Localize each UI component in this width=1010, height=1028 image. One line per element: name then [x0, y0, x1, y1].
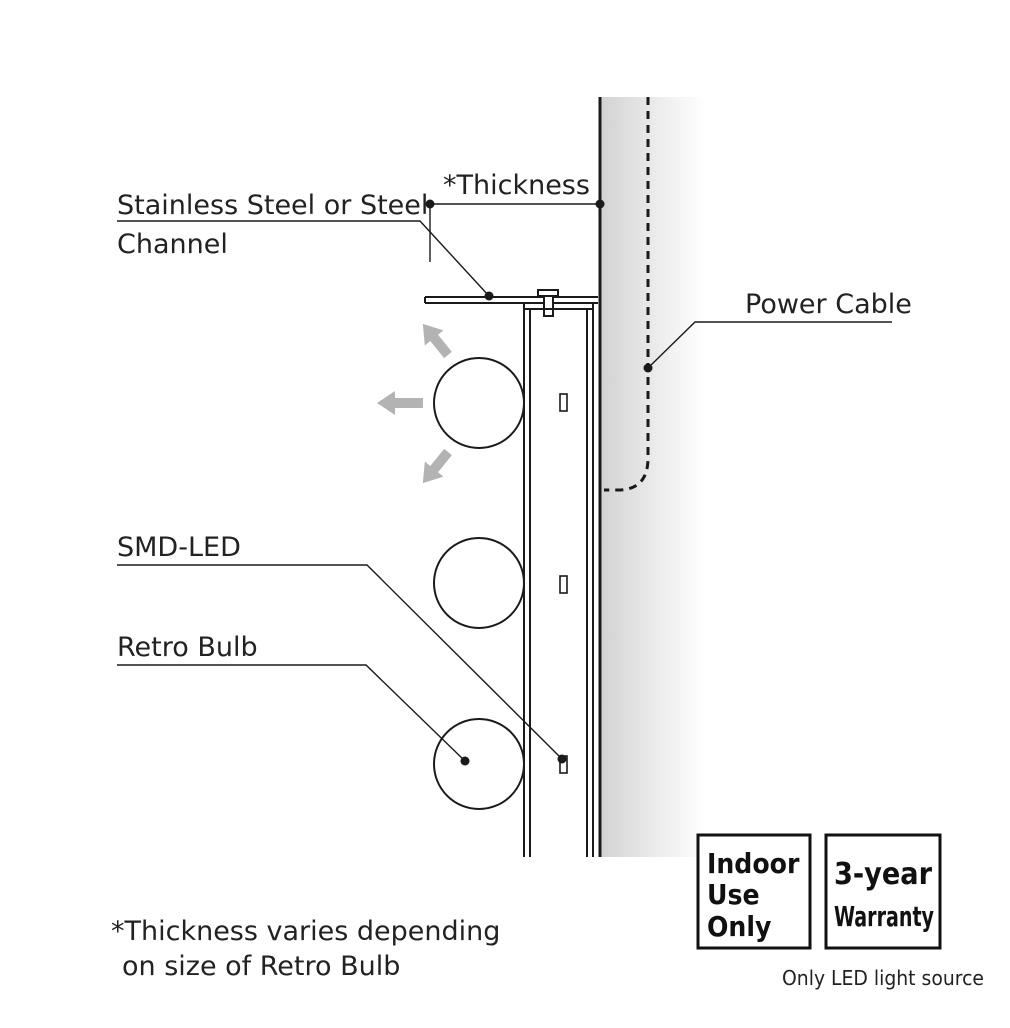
- retro-bulb-group: [433, 357, 525, 810]
- footnote: *Thickness varies depending on size of R…: [111, 916, 500, 982]
- thickness-dimension: *Thickness: [425, 170, 605, 262]
- retro-bulb-leader-dot: [460, 756, 470, 766]
- smd-led-leader-dot: [557, 754, 567, 764]
- power-cable-leader: [647, 321, 892, 369]
- smd-led-group: [559, 393, 568, 774]
- power-cable-label: Power Cable: [745, 289, 912, 320]
- light-ray-arrows: [377, 323, 452, 484]
- thickness-point-left: [425, 199, 435, 209]
- retro-bulb-2: [433, 537, 525, 629]
- retro-bulb-label: Retro Bulb: [117, 632, 258, 663]
- footnote-line2: on size of Retro Bulb: [122, 951, 400, 982]
- badge-caption: Only LED light source: [782, 966, 984, 990]
- retro-bulb-leader: [117, 664, 466, 762]
- indoor-use-badge: Indoor Use Only: [696, 833, 812, 950]
- channel-label-line2: Channel: [117, 229, 228, 260]
- channel-bolt-shank: [543, 295, 554, 317]
- indoor-badge-frame: [696, 833, 812, 950]
- indoor-badge-line2: Use: [707, 878, 760, 911]
- warranty-badge-frame: [824, 833, 942, 950]
- retro-bulb-3: [433, 718, 525, 810]
- retro-bulb-callout: Retro Bulb: [117, 632, 470, 766]
- smd-led-leader: [117, 564, 563, 760]
- footnote-line1: *Thickness varies depending: [111, 916, 500, 947]
- smd-led-2: [559, 575, 568, 594]
- smd-led-callout: SMD-LED: [117, 532, 567, 764]
- indoor-badge-line3: Only: [707, 910, 771, 943]
- warranty-badge-line1: 3-year: [834, 857, 933, 892]
- retro-bulb-1: [433, 357, 525, 449]
- channel-callout: Stainless Steel or Steel Channel: [117, 190, 494, 301]
- channel-leader-dot: [484, 291, 494, 301]
- warranty-badge: 3-year Warranty: [824, 833, 942, 950]
- power-cable-leader-dot: [643, 363, 653, 373]
- wall-shading: [600, 97, 705, 857]
- smd-led-1: [559, 393, 568, 412]
- warranty-badge-line2: Warranty: [834, 900, 934, 933]
- smd-led-label: SMD-LED: [117, 532, 241, 563]
- wall: [598, 97, 705, 857]
- indoor-badge-line1: Indoor: [707, 847, 800, 880]
- light-arrow-down-left: [422, 448, 452, 484]
- power-cable: [604, 97, 650, 492]
- thickness-point-right: [595, 199, 605, 209]
- light-arrow-left: [377, 391, 423, 415]
- channel-leader: [117, 220, 490, 297]
- light-arrow-up-left: [422, 323, 452, 359]
- channel-label-line1: Stainless Steel or Steel: [117, 190, 428, 221]
- thickness-label: *Thickness: [443, 170, 590, 201]
- power-cable-callout: Power Cable: [643, 289, 912, 373]
